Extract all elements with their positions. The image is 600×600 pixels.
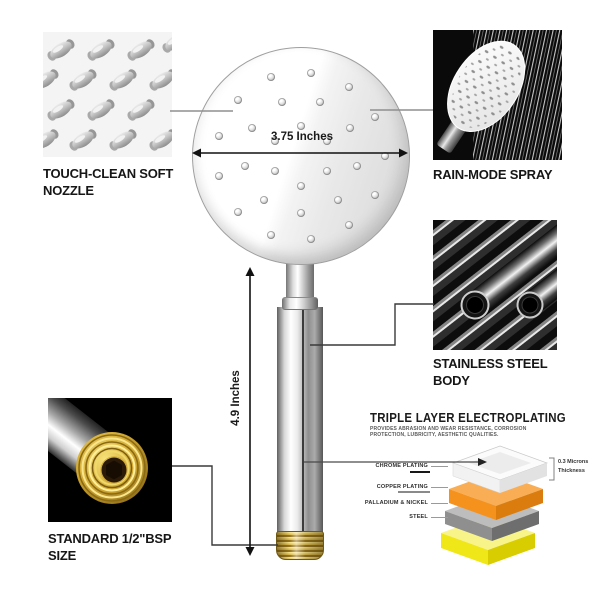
steel-tube-1 — [460, 220, 557, 320]
electroplating-title: TRIPLE LAYER ELECTROPLATING — [370, 410, 566, 425]
nozzle-dot — [297, 182, 305, 190]
diameter-label: 3.75 Inches — [270, 131, 333, 143]
rain-spray-image — [433, 30, 562, 160]
rain-spray-photo — [433, 30, 562, 160]
shower-face — [192, 47, 410, 265]
thickness-line1: 0.3 Microns — [558, 459, 589, 465]
chrome-plating-label: CHROME PLATING — [375, 463, 428, 469]
nozzle-dot — [271, 167, 280, 175]
bsp-callout-line — [172, 465, 278, 546]
rain-callout-label: RAIN-MODE SPRAY — [433, 166, 553, 183]
brass-connector-photo — [48, 398, 172, 522]
steel-label-line1: STAINLESS STEEL — [433, 356, 548, 371]
nozzle-dot — [322, 137, 331, 145]
layer-chrome — [451, 445, 549, 494]
thickness-line2: Thickness — [558, 468, 585, 474]
handle-reflection-stripe — [302, 307, 304, 532]
nozzle-dot — [371, 191, 380, 200]
nozzle-dot — [307, 235, 315, 244]
nozzle-dot — [346, 123, 355, 132]
steel-label-line2: BODY — [433, 373, 470, 388]
nozzle-dot — [344, 82, 353, 91]
copper-plating-label: COPPER PLATING — [376, 484, 428, 490]
chrome-sub-text-bar — [410, 471, 430, 474]
nozzle-pattern-photo — [43, 32, 172, 157]
stainless-tubes-image — [433, 220, 557, 350]
height-label: 4.9 Inches — [230, 370, 242, 426]
bsp-label-line2: SIZE — [48, 548, 77, 563]
nozzle-dot — [307, 68, 316, 77]
brass-connector-image — [48, 398, 172, 522]
steel-callout-line — [310, 303, 434, 346]
nozzle-dot — [260, 195, 269, 204]
copper-dash-line — [431, 487, 448, 488]
brass-thread-tip — [276, 531, 324, 560]
nozzle-dot — [215, 171, 224, 180]
nozzle-dot — [277, 98, 286, 107]
nozzle-pattern-image — [43, 32, 172, 157]
steel-dash-line — [431, 517, 448, 518]
nozzle-dot — [380, 152, 389, 161]
electroplating-subtitle: PROVIDES ABRASION AND WEAR RESISTANCE, C… — [370, 426, 527, 438]
nozzle-label-line1: TOUCH-CLEAN SOFT — [43, 166, 174, 181]
spray-face — [437, 40, 526, 153]
copper-sub-text-bar — [398, 491, 430, 493]
nozzle-dot — [271, 137, 280, 145]
nozzle-dot — [333, 195, 342, 204]
stainless-tubes-photo — [433, 220, 557, 350]
layer-stack-3d — [441, 445, 555, 565]
nozzle-dot — [247, 123, 256, 132]
nozzle-dot — [371, 113, 380, 122]
nozzle-label-line2: NOZZLE — [43, 183, 94, 198]
nozzle-dot — [267, 73, 276, 82]
handle-collar — [282, 297, 318, 310]
palladium-nickel-label: PALLADIUM & NICKEL — [364, 500, 428, 506]
rain-label-line1: RAIN-MODE SPRAY — [433, 167, 553, 182]
nozzle-dot — [297, 209, 305, 217]
shower-handle — [277, 307, 323, 532]
nozzle-callout-label: TOUCH-CLEAN SOFT NOZZLE — [43, 165, 173, 199]
nozzle-dot — [316, 98, 325, 107]
nozzle-dot — [234, 207, 243, 216]
height-arrow — [245, 267, 255, 556]
thickness-bracket — [549, 457, 555, 481]
nozzle-dot — [234, 96, 243, 105]
palladium-dash-line — [431, 503, 448, 504]
nozzle-dot — [353, 161, 362, 170]
steel-tube-2 — [516, 233, 557, 319]
steel-callout-label: STAINLESS STEEL BODY — [433, 355, 548, 389]
nozzle-dot — [322, 167, 331, 175]
bsp-callout-label: STANDARD 1/2"BSP SIZE — [48, 530, 172, 564]
chrome-dash-line — [431, 466, 448, 467]
nozzle-dot — [240, 161, 249, 170]
bsp-label-line1: STANDARD 1/2"BSP — [48, 531, 172, 546]
brass-thread-end — [76, 432, 148, 504]
nozzle-dot — [267, 230, 276, 239]
thickness-label: 0.3 Microns Thickness — [558, 458, 588, 476]
nozzle-dot — [297, 122, 305, 130]
nozzle-dot — [344, 221, 353, 230]
nozzle-dot — [215, 131, 224, 140]
steel-label: STEEL — [409, 514, 428, 520]
